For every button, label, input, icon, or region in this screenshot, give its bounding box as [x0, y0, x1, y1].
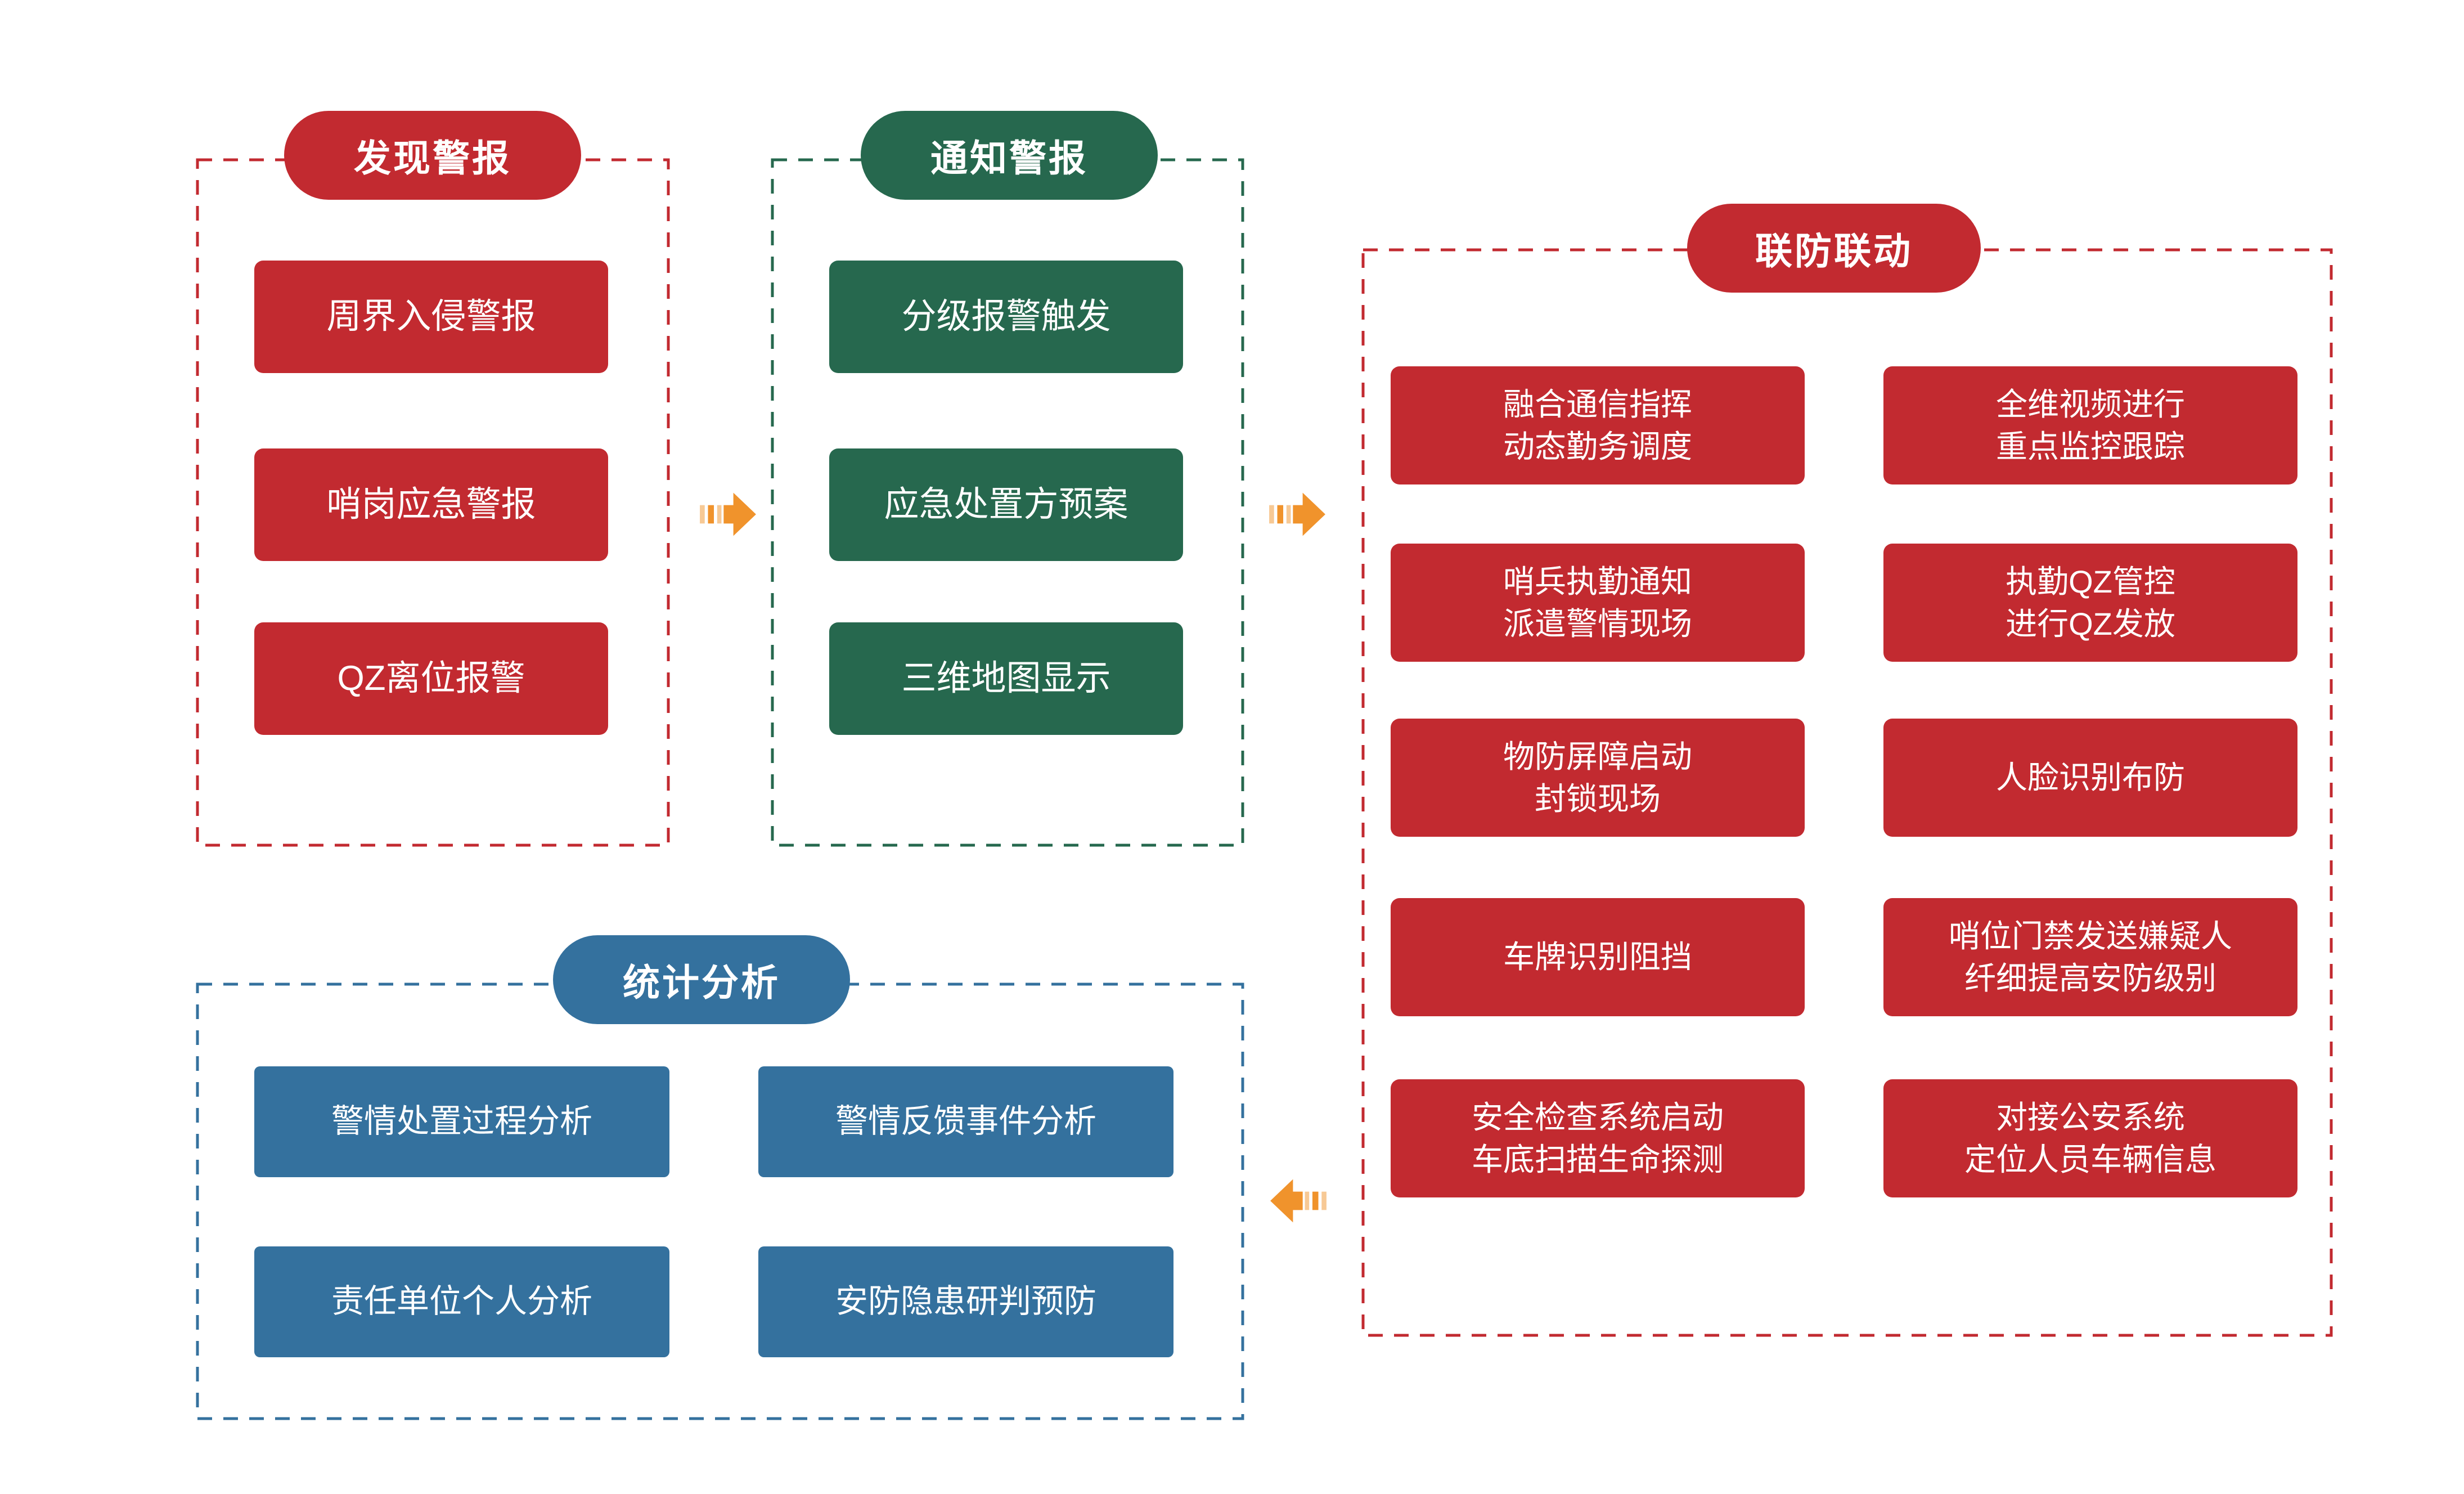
joint-node-8: 哨位门禁发送嫌疑人 纤细提高安防级别 [1883, 898, 2297, 1016]
discover-node-1: 周界入侵警报 [254, 261, 608, 373]
joint-node-6: 人脸识别布防 [1883, 719, 2297, 837]
node-label: 物防屏障启动 [1503, 738, 1692, 774]
node-label: 全维视频进行 [1996, 386, 2185, 422]
node-label: 人脸识别布防 [1996, 760, 2185, 796]
joint-node-1: 融合通信指挥 动态勤务调度 [1391, 366, 1805, 484]
joint-node-9: 安全检查系统启动 车底扫描生命探测 [1391, 1079, 1805, 1197]
node-label: 融合通信指挥 [1503, 386, 1692, 422]
arrow-right-icon [1269, 487, 1325, 541]
notify-section-title: 通知警报 [930, 137, 1088, 179]
joint-section-border [1361, 248, 2333, 1337]
joint-node-2: 全维视频进行 重点监控跟踪 [1883, 366, 2297, 484]
node-label: 分级报警触发 [901, 297, 1111, 337]
stats-section-title: 统计分析 [623, 962, 780, 1003]
notify-node-3: 三维地图显示 [829, 622, 1183, 735]
node-label: 车牌识别阻挡 [1503, 939, 1692, 975]
stats-node-4: 安防隐患研判预防 [758, 1246, 1173, 1357]
stats-section-header: 统计分析 [553, 935, 850, 1024]
joint-section-header: 联防联动 [1687, 204, 1981, 293]
joint-node-4: 执勤QZ管控 进行QZ发放 [1883, 544, 2297, 662]
node-label: 三维地图显示 [901, 659, 1111, 698]
node-label: 动态勤务调度 [1503, 429, 1692, 464]
joint-dashed-rect [1361, 248, 2333, 1337]
node-label: 应急处置方预案 [884, 485, 1128, 524]
node-label: 派遣警情现场 [1503, 606, 1692, 641]
notify-node-1: 分级报警触发 [829, 261, 1183, 373]
notify-section-header: 通知警报 [861, 111, 1158, 200]
discover-node-2: 哨岗应急警报 [254, 448, 608, 561]
discover-section-header: 发现警报 [284, 111, 581, 200]
arrow-left-icon [1270, 1174, 1327, 1228]
node-label: 哨位门禁发送嫌疑人 [1949, 918, 2232, 954]
node-label: 对接公安系统 [1996, 1099, 2185, 1135]
stats-node-2: 警情反馈事件分析 [758, 1066, 1173, 1177]
arrow-right-icon [700, 487, 756, 541]
node-label: 哨兵执勤通知 [1503, 563, 1692, 599]
node-label: 封锁现场 [1535, 781, 1661, 816]
joint-node-3: 哨兵执勤通知 派遣警情现场 [1391, 544, 1805, 662]
stats-node-1: 警情处置过程分析 [254, 1066, 669, 1177]
joint-node-7: 车牌识别阻挡 [1391, 898, 1805, 1016]
node-label: QZ离位报警 [337, 659, 525, 698]
discover-node-3: QZ离位报警 [254, 622, 608, 735]
joint-node-5: 物防屏障启动 封锁现场 [1391, 719, 1805, 837]
notify-node-2: 应急处置方预案 [829, 448, 1183, 561]
node-label: 警情处置过程分析 [331, 1103, 592, 1140]
node-label: 进行QZ发放 [2006, 606, 2175, 641]
discover-section-title: 发现警报 [354, 137, 511, 179]
joint-section-title: 联防联动 [1755, 230, 1913, 272]
node-label: 纤细提高安防级别 [1964, 961, 2216, 996]
node-label: 哨岗应急警报 [326, 485, 536, 524]
node-label: 警情反馈事件分析 [835, 1103, 1096, 1140]
node-label: 定位人员车辆信息 [1964, 1142, 2216, 1177]
node-label: 车底扫描生命探测 [1472, 1142, 1724, 1177]
node-label: 重点监控跟踪 [1996, 429, 2185, 464]
node-label: 执勤QZ管控 [2006, 563, 2175, 599]
node-label: 安防隐患研判预防 [835, 1283, 1096, 1320]
node-label: 责任单位个人分析 [331, 1283, 592, 1320]
node-label: 安全检查系统启动 [1472, 1099, 1724, 1135]
joint-node-10: 对接公安系统 定位人员车辆信息 [1883, 1079, 2297, 1197]
stats-node-3: 责任单位个人分析 [254, 1246, 669, 1357]
node-label: 周界入侵警报 [326, 297, 536, 337]
